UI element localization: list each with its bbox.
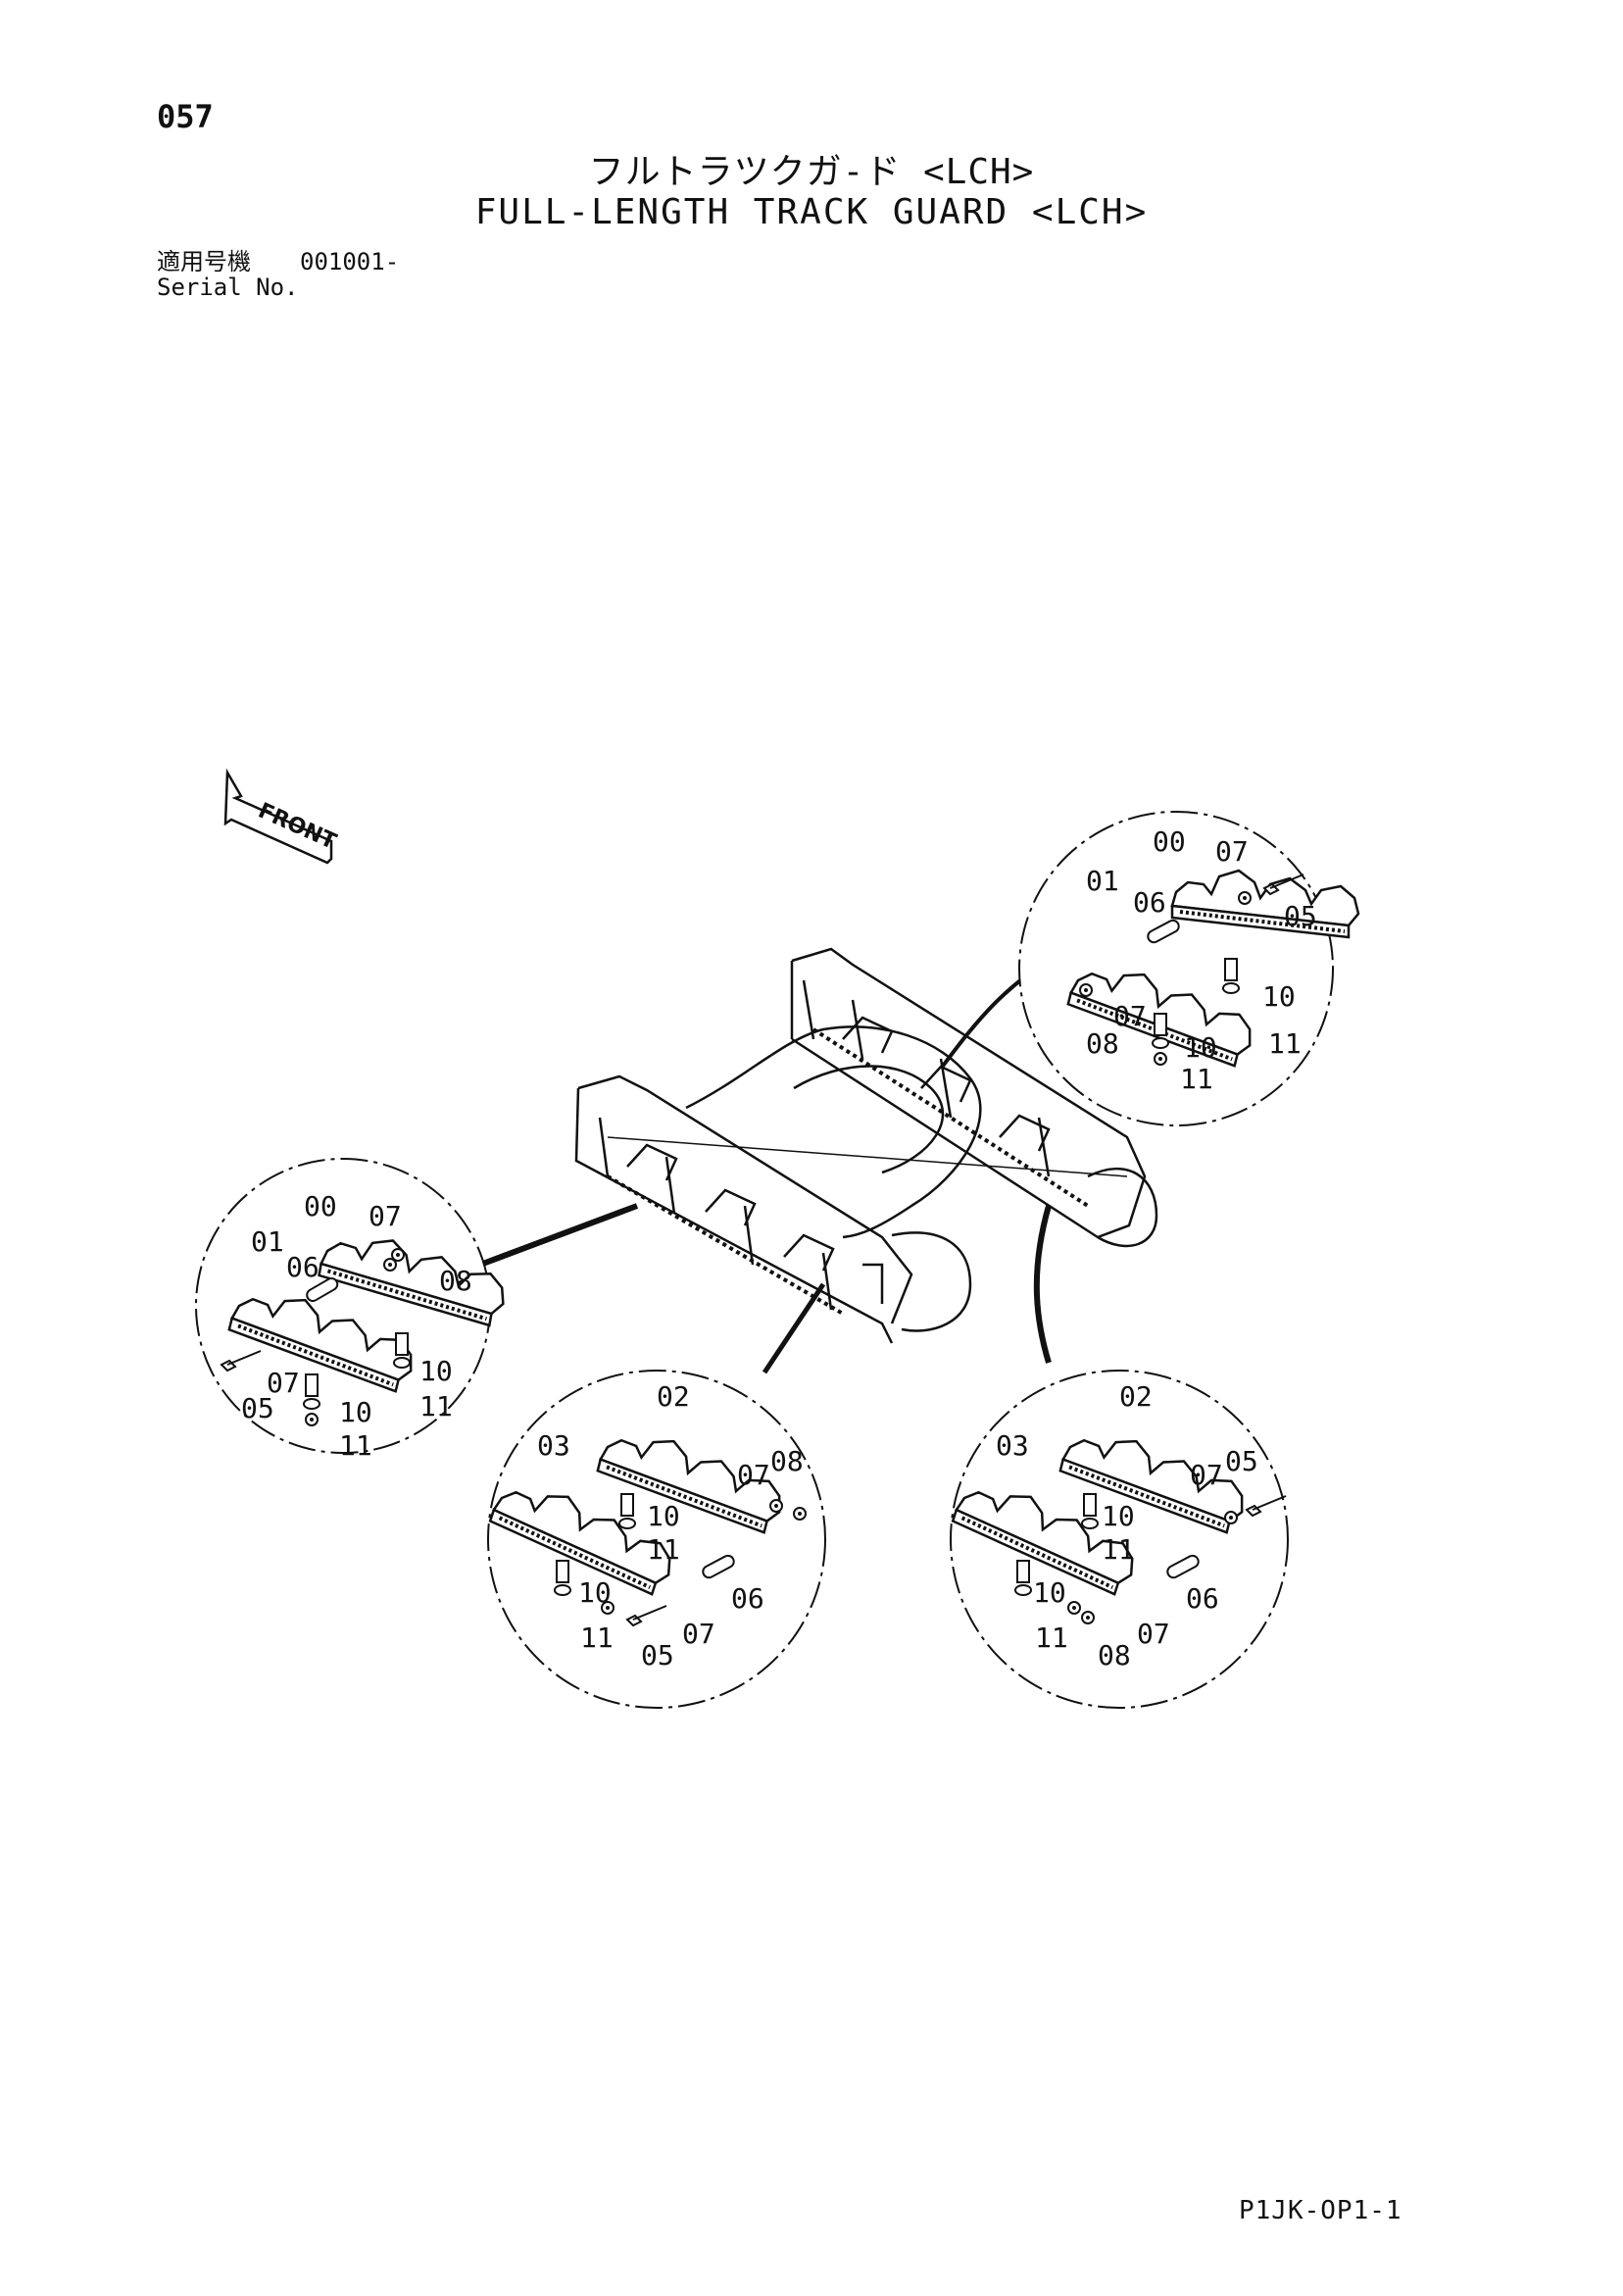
callout-label: 11: [647, 1533, 680, 1566]
detail-circle-left: 00 07 01 06 08 10 07 11 05 10 11: [195, 1158, 513, 1462]
callout-label: 02: [1119, 1380, 1153, 1413]
serial-label-english: Serial No.: [157, 274, 299, 301]
document-code: P1JK-OP1-1: [1239, 2196, 1402, 2225]
callout-label: 10: [578, 1576, 612, 1609]
callout-label: 07: [369, 1200, 402, 1232]
callout-label: 02: [657, 1380, 690, 1413]
callout-label: 05: [1284, 900, 1317, 932]
detail-circle-bottom-middle: 02 03 07 08 10 11 10 06 11 07 05: [481, 1370, 826, 1709]
callout-label: 11: [1102, 1533, 1135, 1566]
callout-label: 01: [251, 1225, 284, 1258]
callout-label: 06: [731, 1582, 764, 1615]
detail-circle-top-right: 00 07 01 06 05 07 10 08 10 11 11: [1018, 811, 1360, 1126]
callout-label: 11: [1180, 1063, 1213, 1095]
callout-label: 00: [304, 1190, 337, 1223]
callout-label: 08: [1086, 1027, 1119, 1060]
undercarriage-frame: [574, 947, 1158, 1344]
callout-label: 07: [737, 1459, 770, 1491]
callout-label: 07: [1113, 1000, 1147, 1032]
callout-label: 08: [1098, 1639, 1131, 1672]
callout-label: 11: [1035, 1622, 1068, 1654]
callout-label: 08: [439, 1265, 472, 1297]
callout-label: 11: [1268, 1027, 1302, 1060]
callout-label: 03: [996, 1429, 1029, 1462]
callout-label: 10: [1033, 1576, 1066, 1609]
callout-label: 03: [537, 1429, 570, 1462]
callout-label: 10: [647, 1500, 680, 1532]
callout-label: 10: [1102, 1500, 1135, 1532]
callout-label: 07: [1190, 1459, 1223, 1491]
callout-label: 06: [1133, 886, 1166, 919]
serial-label-japanese: 適用号機: [157, 248, 251, 275]
detail-circle-bottom-right: 02 03 07 05 10 11 10 06 11 07 08: [944, 1370, 1289, 1709]
callout-label: 07: [267, 1367, 300, 1399]
callout-label: 06: [1186, 1582, 1219, 1615]
callout-label: 07: [1215, 835, 1249, 868]
callout-label: 11: [419, 1390, 453, 1423]
callout-label: 10: [1262, 980, 1296, 1013]
callout-label: 11: [580, 1622, 614, 1654]
title-japanese: フルトラツクガ-ド <LCH>: [588, 152, 1035, 192]
title-english: FULL-LENGTH TRACK GUARD <LCH>: [474, 192, 1149, 232]
callout-label: 00: [1153, 825, 1186, 858]
callout-label: 08: [770, 1445, 804, 1477]
page-number: 057: [157, 98, 214, 135]
callout-label: 07: [1137, 1618, 1170, 1650]
serial-number-value: 001001-: [300, 248, 400, 275]
callout-label: 10: [339, 1396, 372, 1428]
callout-label: 06: [286, 1251, 320, 1283]
callout-label: 10: [419, 1355, 453, 1387]
callout-label: 10: [1184, 1031, 1217, 1064]
callout-label: 07: [682, 1618, 715, 1650]
callout-label: 05: [1225, 1445, 1258, 1477]
front-arrow-icon: FRONT: [223, 768, 340, 865]
callout-label: 01: [1086, 865, 1119, 897]
callout-label: 11: [339, 1429, 372, 1462]
callout-label: 05: [641, 1639, 674, 1672]
callout-label: 05: [241, 1392, 274, 1424]
serial-block: 適用号機 001001- Serial No.: [157, 249, 399, 300]
